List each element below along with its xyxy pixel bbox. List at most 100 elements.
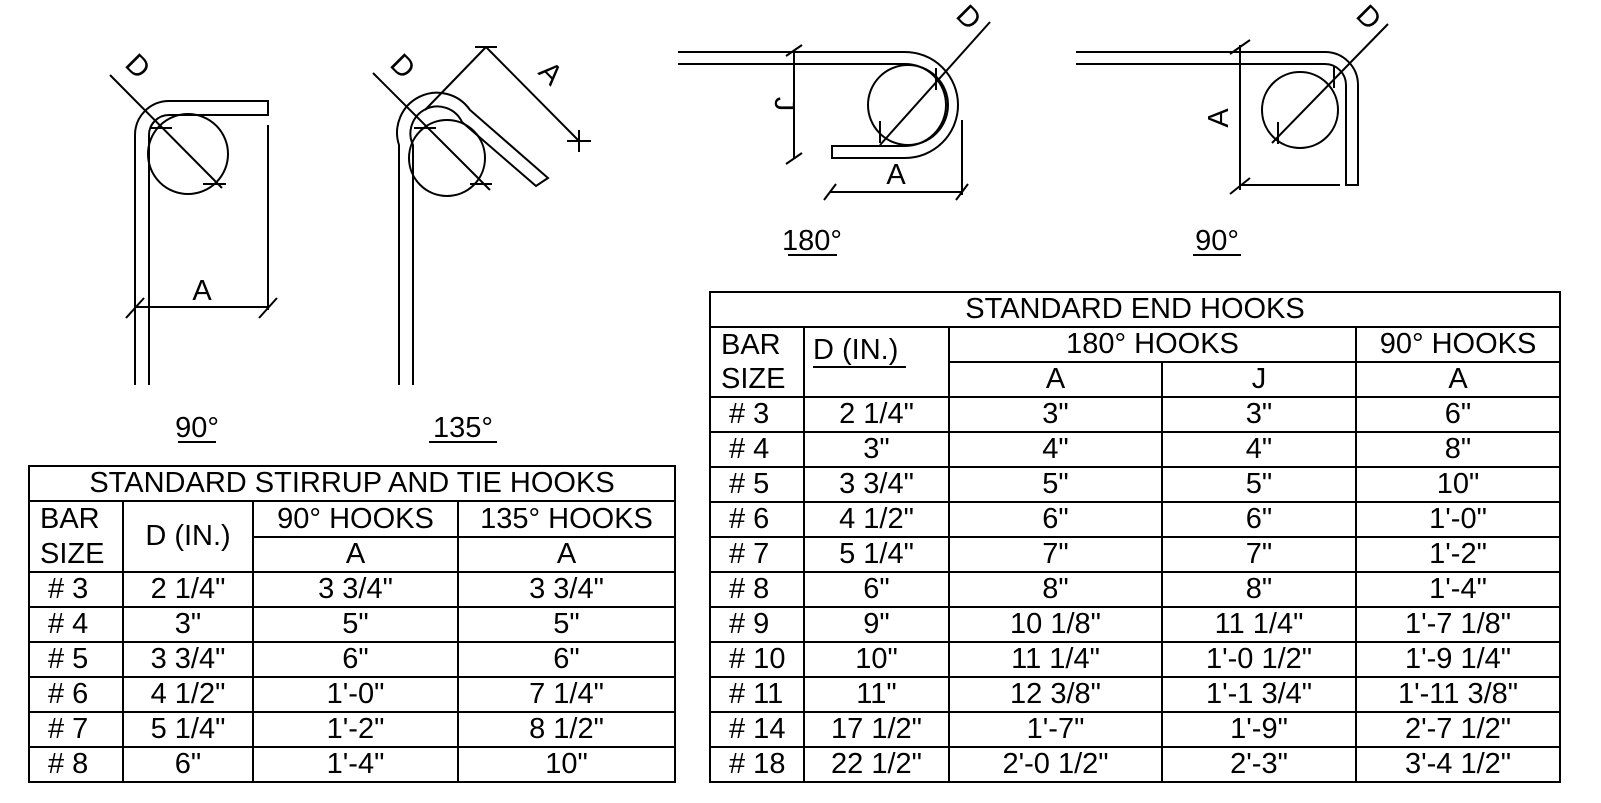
d-cell: 6" (803, 571, 950, 608)
hook180-j-cell: 5" (1161, 466, 1357, 503)
hook180-j-cell: 4" (1161, 431, 1357, 468)
hook135-a-cell: 6" (456, 641, 677, 678)
table-header-row: SIZE A A (28, 536, 677, 573)
hook180-a-cell: 11 1/4" (948, 641, 1163, 678)
end-90-angle-label: 90° (1195, 225, 1239, 257)
end-180-a-label: A (886, 159, 906, 191)
table-row: # 14 17 1/2" 1'-7" 1'-9" 2'-7 1/2" (709, 711, 1562, 748)
bar-size-cell: # 5 (709, 466, 805, 503)
table-row: # 4 3" 4" 4" 8" (709, 431, 1562, 468)
hook90-a-cell: 6" (1354, 396, 1562, 433)
bar-size-cell: # 11 (709, 676, 805, 713)
hook90-a-cell: 2'-7 1/2" (1354, 711, 1562, 748)
hook90-a-cell: 1'-7 1/8" (1354, 606, 1562, 643)
stirrup-135-a-label: A (532, 55, 569, 92)
bar-size-cell: # 8 (28, 746, 124, 783)
hook90-a-cell: 3'-4 1/2" (1354, 746, 1562, 783)
table-row: # 7 5 1/4" 7" 7" 1'-2" (709, 536, 1562, 573)
d-cell: 3 3/4" (122, 641, 254, 678)
bar-size-cell: # 18 (709, 746, 805, 783)
table-header-row: BAR D (IN.) 90° HOOKS 135° HOOKS (28, 500, 677, 573)
size-header: SIZE (28, 537, 124, 573)
hook90-a-cell: 1'-0" (252, 676, 459, 713)
bar-header: BAR (709, 326, 805, 362)
table-row: # 10 10" 11 1/4" 1'-0 1/2" 1'-9 1/4" (709, 641, 1562, 678)
table-row: # 6 4 1/2" 1'-0" 7 1/4" (28, 676, 677, 713)
table-row: # 9 9" 10 1/8" 11 1/4" 1'-7 1/8" (709, 606, 1562, 643)
hook180-j-cell: 2'-3" (1161, 746, 1357, 783)
hook135-a-cell: 7 1/4" (456, 676, 677, 713)
d-cell: 5 1/4" (803, 536, 950, 573)
a-header: A (252, 536, 459, 573)
bar-size-cell: # 5 (28, 641, 124, 678)
table-title-row: STANDARD END HOOKS (708, 291, 1562, 328)
hooks90-header: 90° HOOKS (252, 500, 459, 538)
a-header: A (456, 536, 677, 573)
hooks135-header: 135° HOOKS (456, 500, 677, 538)
hook90-a-cell: 10" (1354, 466, 1562, 503)
d-cell: 3" (122, 606, 254, 643)
hook90-a-cell: 5" (252, 606, 459, 643)
stirrup-90-d-label: D (119, 48, 156, 85)
hook90-a-cell: 1'-0" (1354, 501, 1562, 538)
table-row: # 3 2 1/4" 3" 3" 6" (709, 396, 1562, 433)
bar-size-cell: # 7 (709, 536, 805, 573)
hook180-j-cell: 1'-1 3/4" (1161, 676, 1357, 713)
hook135-a-cell: 8 1/2" (456, 711, 677, 748)
table-row: # 8 6" 1'-4" 10" (28, 746, 677, 783)
hook90-a-cell: 1'-2" (1354, 536, 1562, 573)
end-hooks-table: STANDARD END HOOKS BAR D (IN.) 180° HOOK… (708, 291, 1562, 783)
d-cell: 17 1/2" (803, 711, 950, 748)
table-row: # 4 3" 5" 5" (28, 606, 677, 643)
hook135-a-cell: 3 3/4" (456, 571, 677, 608)
hook90-a-cell: 8" (1354, 431, 1562, 468)
bar-size-cell: # 14 (709, 711, 805, 748)
size-header: SIZE (709, 362, 805, 398)
d-cell: 2 1/4" (803, 396, 950, 433)
hook90-a-cell: 1'-11 3/8" (1354, 676, 1562, 713)
bar-size-cell: # 7 (28, 711, 124, 748)
bar-size-cell: # 9 (709, 606, 805, 643)
d-cell: 5 1/4" (122, 711, 254, 748)
a-header: A (1354, 361, 1562, 398)
d-cell: 22 1/2" (803, 746, 950, 783)
stirrup-table-title: STANDARD STIRRUP AND TIE HOOKS (27, 465, 677, 502)
bar-header: BAR (28, 500, 124, 537)
j-header: J (1161, 361, 1357, 398)
hook180-a-cell: 4" (948, 431, 1163, 468)
table-row: # 5 3 3/4" 5" 5" 10" (709, 466, 1562, 503)
bar-size-cell: # 6 (709, 501, 805, 538)
bar-size-cell: # 4 (28, 606, 124, 643)
bar-size-cell: # 4 (709, 431, 805, 468)
end-180-j-label: J (768, 97, 800, 112)
hook90-a-cell: 1'-9 1/4" (1354, 641, 1562, 678)
hook90-a-cell: 1'-2" (252, 711, 459, 748)
hook180-j-cell: 1'-0 1/2" (1161, 641, 1357, 678)
hook90-a-cell: 1'-4" (252, 746, 459, 783)
hook90-a-cell: 1'-4" (1354, 571, 1562, 608)
hook180-j-cell: 6" (1161, 501, 1357, 538)
end-table-title: STANDARD END HOOKS (708, 291, 1562, 328)
hook180-a-cell: 12 3/8" (948, 676, 1163, 713)
d-header: D (IN.) (803, 326, 950, 398)
hook180-a-cell: 5" (948, 466, 1163, 503)
table-row: # 8 6" 8" 8" 1'-4" (709, 571, 1562, 608)
d-cell: 4 1/2" (803, 501, 950, 538)
end-90-hook-diagram (1076, 23, 1389, 256)
hook180-j-cell: 3" (1161, 396, 1357, 433)
bar-size-cell: # 3 (709, 396, 805, 433)
end-180-angle-label: 180° (782, 225, 842, 257)
stirrup-tie-hooks-table: STANDARD STIRRUP AND TIE HOOKS BAR D (IN… (27, 465, 677, 783)
d-cell: 2 1/4" (122, 571, 254, 608)
bar-size-cell: # 10 (709, 641, 805, 678)
hook180-a-cell: 1'-7" (948, 711, 1163, 748)
d-cell: 10" (803, 641, 950, 678)
d-header-text: D (IN.) (813, 334, 907, 368)
d-cell: 3 3/4" (803, 466, 950, 503)
hooks180-header: 180° HOOKS (948, 326, 1357, 363)
stirrup-90-angle-label: 90° (175, 412, 219, 444)
hook180-a-cell: 10 1/8" (948, 606, 1163, 643)
table-row: # 5 3 3/4" 6" 6" (28, 641, 677, 678)
hook180-a-cell: 8" (948, 571, 1163, 608)
